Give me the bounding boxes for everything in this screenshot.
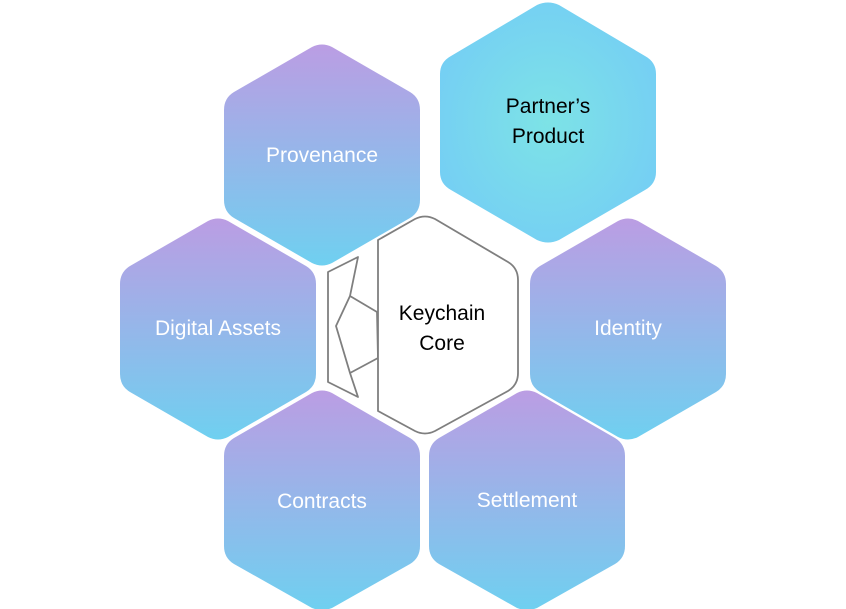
hex-digital-assets-shape bbox=[120, 218, 316, 440]
hex-contracts: Contracts bbox=[224, 390, 420, 609]
hex-partners-product-shape bbox=[440, 2, 656, 243]
hex-identity-label: Identity bbox=[594, 317, 662, 340]
hex-settlement-label: Settlement bbox=[477, 489, 578, 512]
hex-contracts-shape bbox=[224, 390, 420, 609]
hex-settlement-shape bbox=[429, 390, 625, 609]
hex-settlement: Settlement bbox=[429, 390, 625, 609]
hex-provenance-label: Provenance bbox=[266, 144, 378, 167]
hex-digital-assets: Digital Assets bbox=[120, 218, 316, 440]
core-label-line2: Core bbox=[419, 332, 465, 355]
hex-partners-product-line2: Product bbox=[512, 125, 585, 148]
hex-provenance-shape bbox=[224, 44, 420, 266]
core-hex-shape bbox=[377, 215, 519, 435]
hex-partners-product-line1: Partner’s bbox=[506, 95, 590, 118]
keychain-core: Keychain Core bbox=[327, 215, 519, 435]
hex-provenance: Provenance bbox=[224, 44, 420, 266]
hex-contracts-label: Contracts bbox=[277, 490, 367, 513]
hex-partners-product: Partner’s Product bbox=[440, 2, 656, 243]
hex-identity: Identity bbox=[530, 218, 726, 440]
hex-identity-shape bbox=[530, 218, 726, 440]
core-keyring-notch bbox=[335, 295, 351, 374]
core-label-line1: Keychain bbox=[399, 302, 485, 325]
hex-digital-assets-label: Digital Assets bbox=[155, 317, 281, 340]
